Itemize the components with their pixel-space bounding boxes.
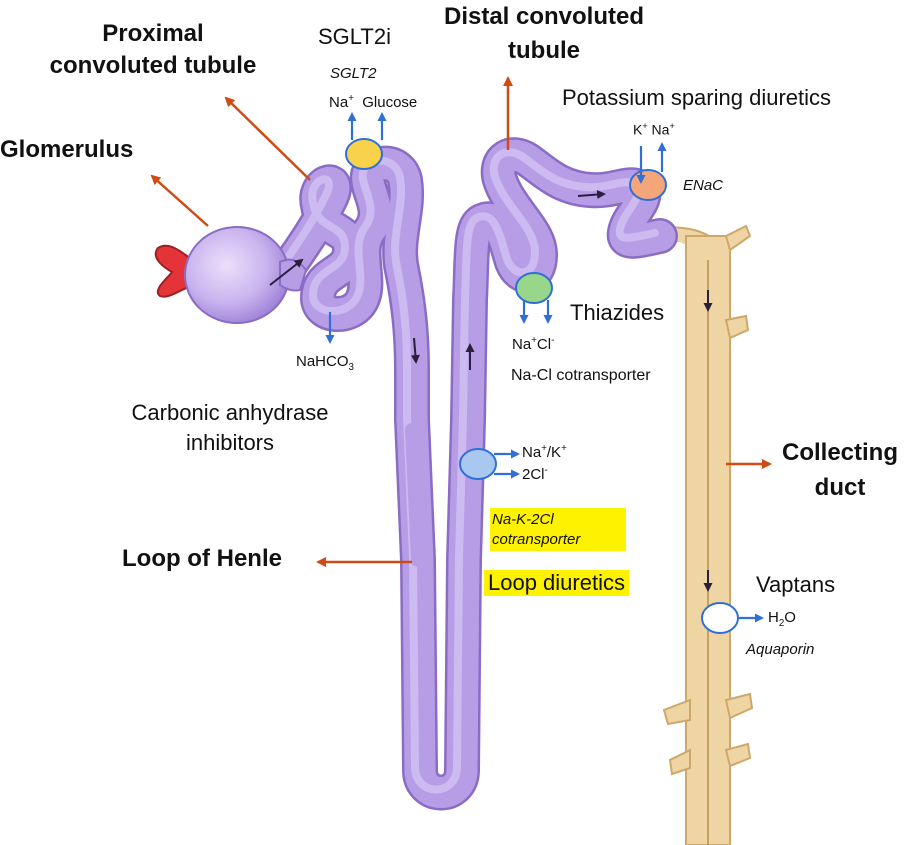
collecting-title-line2: duct xyxy=(814,473,866,501)
sglt2-label: SGLT2 xyxy=(330,65,377,82)
collecting-duct xyxy=(639,224,754,845)
carbonic-anhydrase-label: Carbonic anhydrase inhibitors xyxy=(110,398,350,457)
glomerulus xyxy=(154,226,308,324)
nahco3-label: NaHCO3 xyxy=(296,353,354,373)
potassium-sparing-label: Potassium sparing diuretics xyxy=(562,85,832,110)
glomerulus-title: Glomerulus xyxy=(0,136,134,163)
nkcc-line2: cotransporter xyxy=(492,530,581,548)
pointer-arrows xyxy=(150,76,772,567)
nephron-tubule xyxy=(267,137,678,811)
ion-arrows xyxy=(325,112,764,623)
sglt2i-label: SGLT2i xyxy=(318,24,391,49)
nak-ions: Na+/K+ xyxy=(522,443,567,461)
carbonic-line2: inhibitors xyxy=(185,429,275,455)
sglt2-ions: Na+ Glucose xyxy=(329,93,418,111)
h2o-label: H2O xyxy=(768,609,796,629)
collecting-title-line1: Collecting xyxy=(781,439,898,466)
aquaporin-label: Aquaporin xyxy=(746,641,815,658)
loop-of-henle-title: Loop of Henle xyxy=(122,545,282,572)
ncc-channel xyxy=(515,272,553,304)
nacl-ions: Na+Cl- xyxy=(512,335,555,353)
nkcc-label: Na-K-2Cl cotransporter xyxy=(490,508,626,551)
collecting-duct-title: Collecting duct xyxy=(776,436,904,506)
carbonic-line1: Carbonic anhydrase xyxy=(131,400,329,425)
cl2-ions: 2Cl- xyxy=(522,465,548,483)
pointer-proximal xyxy=(224,96,311,181)
vaptans-label: Vaptans xyxy=(756,572,836,597)
distal-title-line2: tubule xyxy=(508,36,580,64)
enac-channel xyxy=(629,169,667,201)
distal-title-line1: Distal convoluted xyxy=(443,3,645,30)
enac-label: ENaC xyxy=(683,177,724,194)
nkcc-channel xyxy=(459,448,497,480)
sglt2-channel xyxy=(345,138,383,170)
proximal-title-line2: convoluted tubule xyxy=(49,52,257,80)
proximal-tubule-title: Proximal convoluted tubule xyxy=(22,18,284,83)
nacl-cotransporter-label: Na-Cl cotransporter xyxy=(511,367,651,384)
loop-diuretics-label: Loop diuretics xyxy=(484,570,629,596)
aquaporin-channel xyxy=(701,602,739,634)
proximal-title-line1: Proximal xyxy=(102,20,204,47)
channels xyxy=(345,138,739,634)
nkcc-line1: Na-K-2Cl xyxy=(492,511,554,528)
enac-ions: K+ Na+ xyxy=(633,121,675,138)
distal-tubule-title: Distal convoluted tubule xyxy=(420,0,668,67)
thiazides-label: Thiazides xyxy=(570,300,665,325)
flow-arrows xyxy=(269,190,713,592)
pointer-glomerulus xyxy=(150,174,209,227)
